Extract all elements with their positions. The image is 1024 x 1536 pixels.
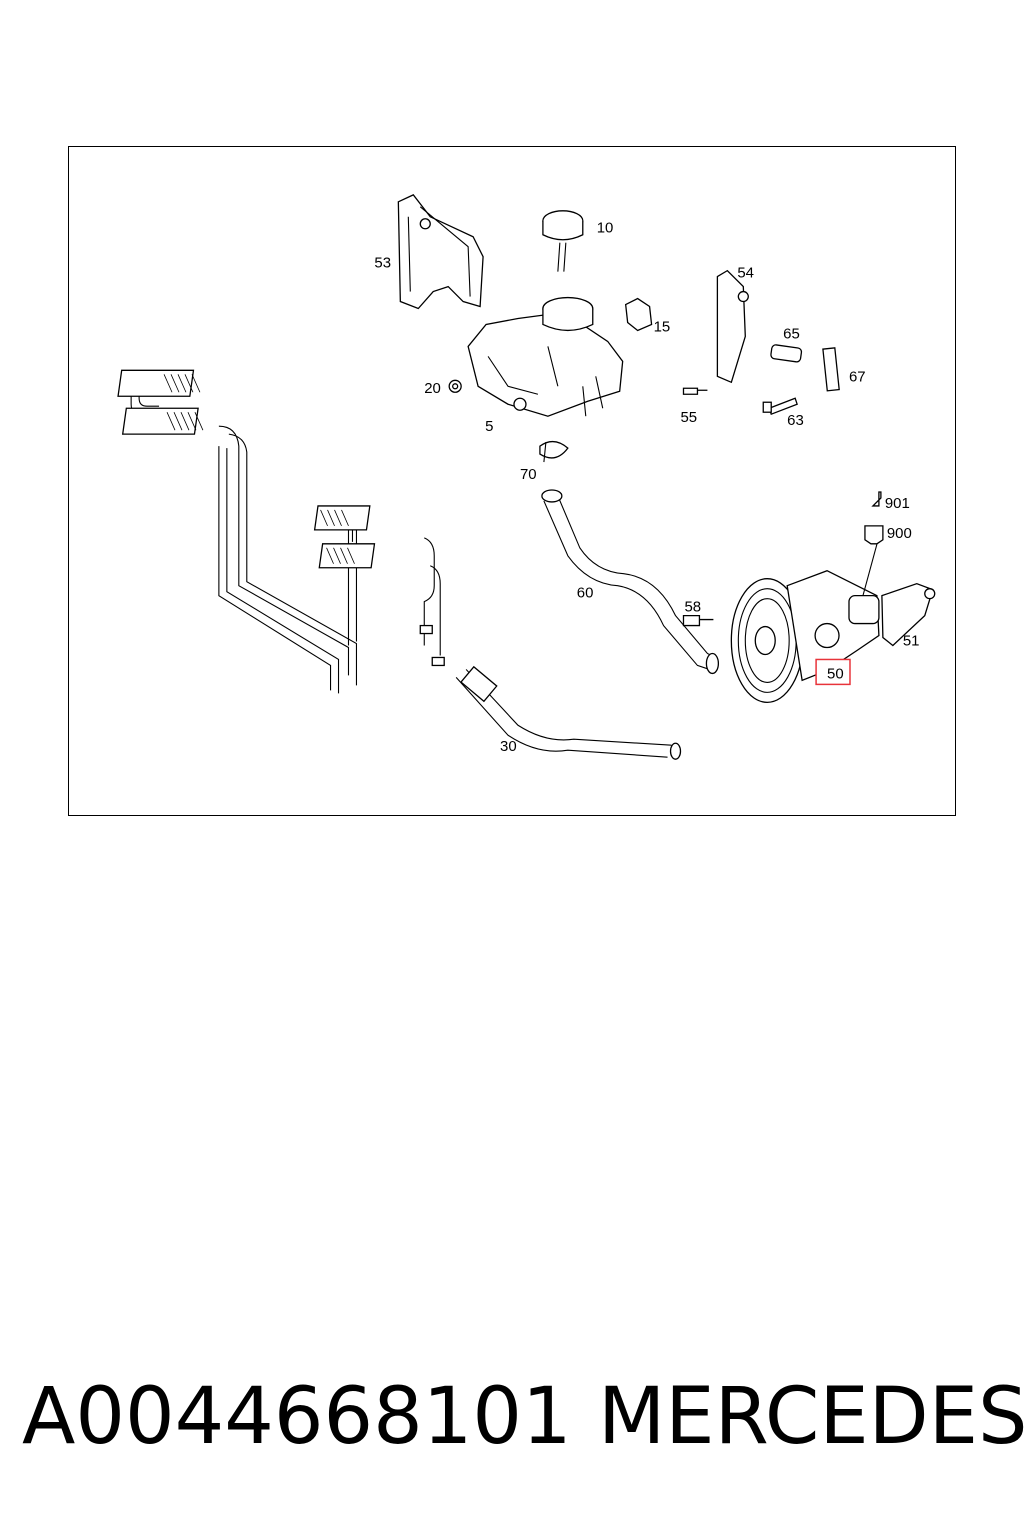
label-70: 70 [520,466,537,483]
reservoir-5 [467,296,624,417]
label-53: 53 [374,255,391,272]
bracket-53 [397,194,484,310]
small-parts [448,269,840,627]
label-60: 60 [577,585,594,602]
label-30: 30 [500,738,517,755]
sensor-parts [864,491,884,545]
highlight-box-50 [815,658,851,686]
parts-diagram: 10 53 54 15 65 67 20 55 63 5 70 901 900 … [117,194,936,760]
label-55: 55 [680,409,697,426]
label-50: 50 [827,665,844,682]
label-10: 10 [597,220,614,237]
label-54: 54 [737,265,754,282]
hose-30 [455,665,682,760]
parts-diagram-frame: 10 53 54 15 65 67 20 55 63 5 70 901 900 … [68,146,956,816]
brand-name: MERCEDES [598,1372,1024,1462]
pump-50 [730,525,936,703]
hose-60 [541,489,720,675]
label-15: 15 [654,318,671,335]
label-5: 5 [485,418,493,435]
cap-10 [542,210,584,272]
label-901: 901 [885,495,910,512]
part-number: A0044668101 [22,1372,572,1462]
cooler-assembly [117,369,445,694]
label-20: 20 [424,380,441,397]
label-51: 51 [903,633,920,650]
label-63: 63 [787,412,804,429]
label-900: 900 [887,525,912,542]
label-65: 65 [783,325,800,342]
label-58: 58 [684,599,701,616]
label-67: 67 [849,368,866,385]
